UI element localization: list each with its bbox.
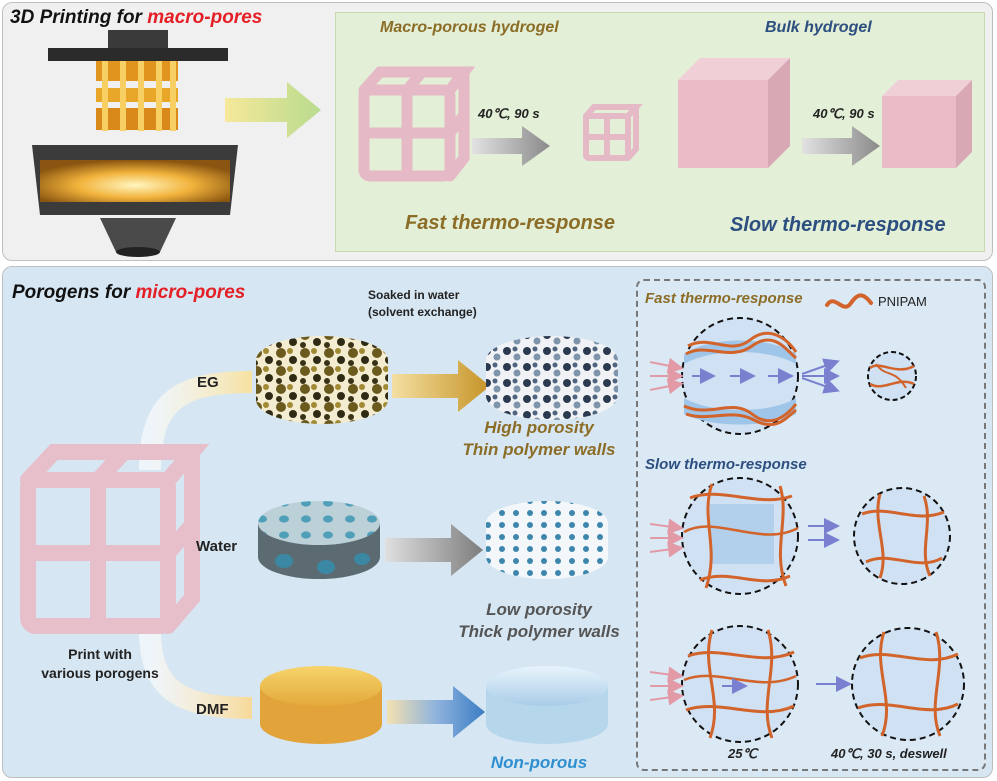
bulk-hydrogel-label: Bulk hydrogel	[765, 19, 872, 36]
soak-arrow-water	[385, 524, 483, 576]
temp-label-25c: 25℃	[728, 746, 758, 761]
macro-porous-hydrogel-label: Macro-porous hydrogel	[380, 19, 559, 36]
eg-disc	[256, 336, 388, 424]
pnipam-legend-label: PNIPAM	[878, 294, 927, 309]
macro-porous-lattice	[358, 66, 476, 182]
soak-label-line2: (solvent exchange)	[368, 305, 477, 319]
printer-illustration	[32, 30, 238, 257]
inset-slow-label: Slow thermo-response	[645, 456, 807, 473]
print-label-line2: various porogens	[41, 665, 159, 681]
title-prefix: Porogens for	[12, 282, 136, 303]
shrink-arrow-macro	[472, 126, 550, 166]
slow-outflow-arrows	[808, 518, 840, 548]
porogen-label-water: Water	[196, 538, 238, 555]
title-prefix: 3D Printing for	[10, 7, 148, 28]
porogen-label-eg: EG	[197, 374, 219, 391]
title-highlight: macro-pores	[147, 7, 263, 28]
row3-inflow-arrows	[649, 666, 684, 706]
water-disc	[258, 501, 380, 579]
soak-arrow-eg	[392, 360, 490, 412]
slow-inflow-arrows	[649, 518, 684, 558]
soak-label-line1: Soaked in water	[368, 288, 460, 302]
print-label-line1: Print with	[68, 646, 132, 662]
eg-result-line2: Thin polymer walls	[462, 440, 616, 459]
low-porosity-disc	[486, 501, 608, 579]
fast-response-small-circle	[867, 351, 917, 401]
pnipam-legend-icon	[825, 293, 873, 309]
printer-head-mount	[108, 30, 168, 48]
dmf-result-line1: Non-porous	[490, 753, 588, 772]
fast-outflow-arrows	[801, 358, 840, 394]
network-circle-25c	[681, 625, 799, 743]
title-highlight: micro-pores	[135, 282, 246, 303]
mechanism-diagrams	[649, 317, 965, 743]
water-result-line1: Low porosity	[486, 600, 592, 619]
printed-scaffold	[96, 61, 178, 131]
slow-response-circle-after	[853, 487, 951, 585]
build-plate	[48, 48, 228, 61]
projector-lens	[100, 218, 176, 252]
bulk-cube-large	[678, 58, 790, 168]
shrunk-lattice	[583, 104, 643, 161]
fast-inflow-arrows	[649, 357, 684, 395]
slow-response-label: Slow thermo-response	[730, 214, 946, 236]
condition-label-bulk: 40℃, 90 s	[813, 106, 875, 121]
temp-label-40c: 40℃, 30 s, deswell	[831, 746, 947, 761]
condition-label-macro: 40℃, 90 s	[478, 106, 540, 121]
porogen-label-dmf: DMF	[196, 701, 229, 718]
top-panel-title: 3D Printing for macro-pores	[10, 7, 262, 29]
fast-response-label: Fast thermo-response	[405, 212, 616, 234]
high-porosity-disc	[486, 336, 618, 420]
process-arrow	[225, 82, 321, 138]
network-circle-40c	[851, 627, 965, 741]
shrink-arrow-bulk	[802, 126, 880, 166]
bulk-cube-small	[882, 80, 972, 168]
inset-fast-label: Fast thermo-response	[645, 290, 803, 307]
soak-arrow-dmf	[387, 686, 485, 738]
resin	[40, 160, 230, 202]
slow-response-circle-before	[681, 477, 799, 595]
dmf-disc	[260, 666, 382, 744]
water-result-line2: Thick polymer walls	[458, 622, 620, 641]
printed-lattice	[20, 444, 210, 634]
eg-result-line1: High porosity	[484, 418, 594, 437]
row3-arrows	[722, 676, 852, 694]
bottom-panel-title: Porogens for micro-pores	[12, 282, 245, 304]
non-porous-disc	[486, 666, 608, 744]
